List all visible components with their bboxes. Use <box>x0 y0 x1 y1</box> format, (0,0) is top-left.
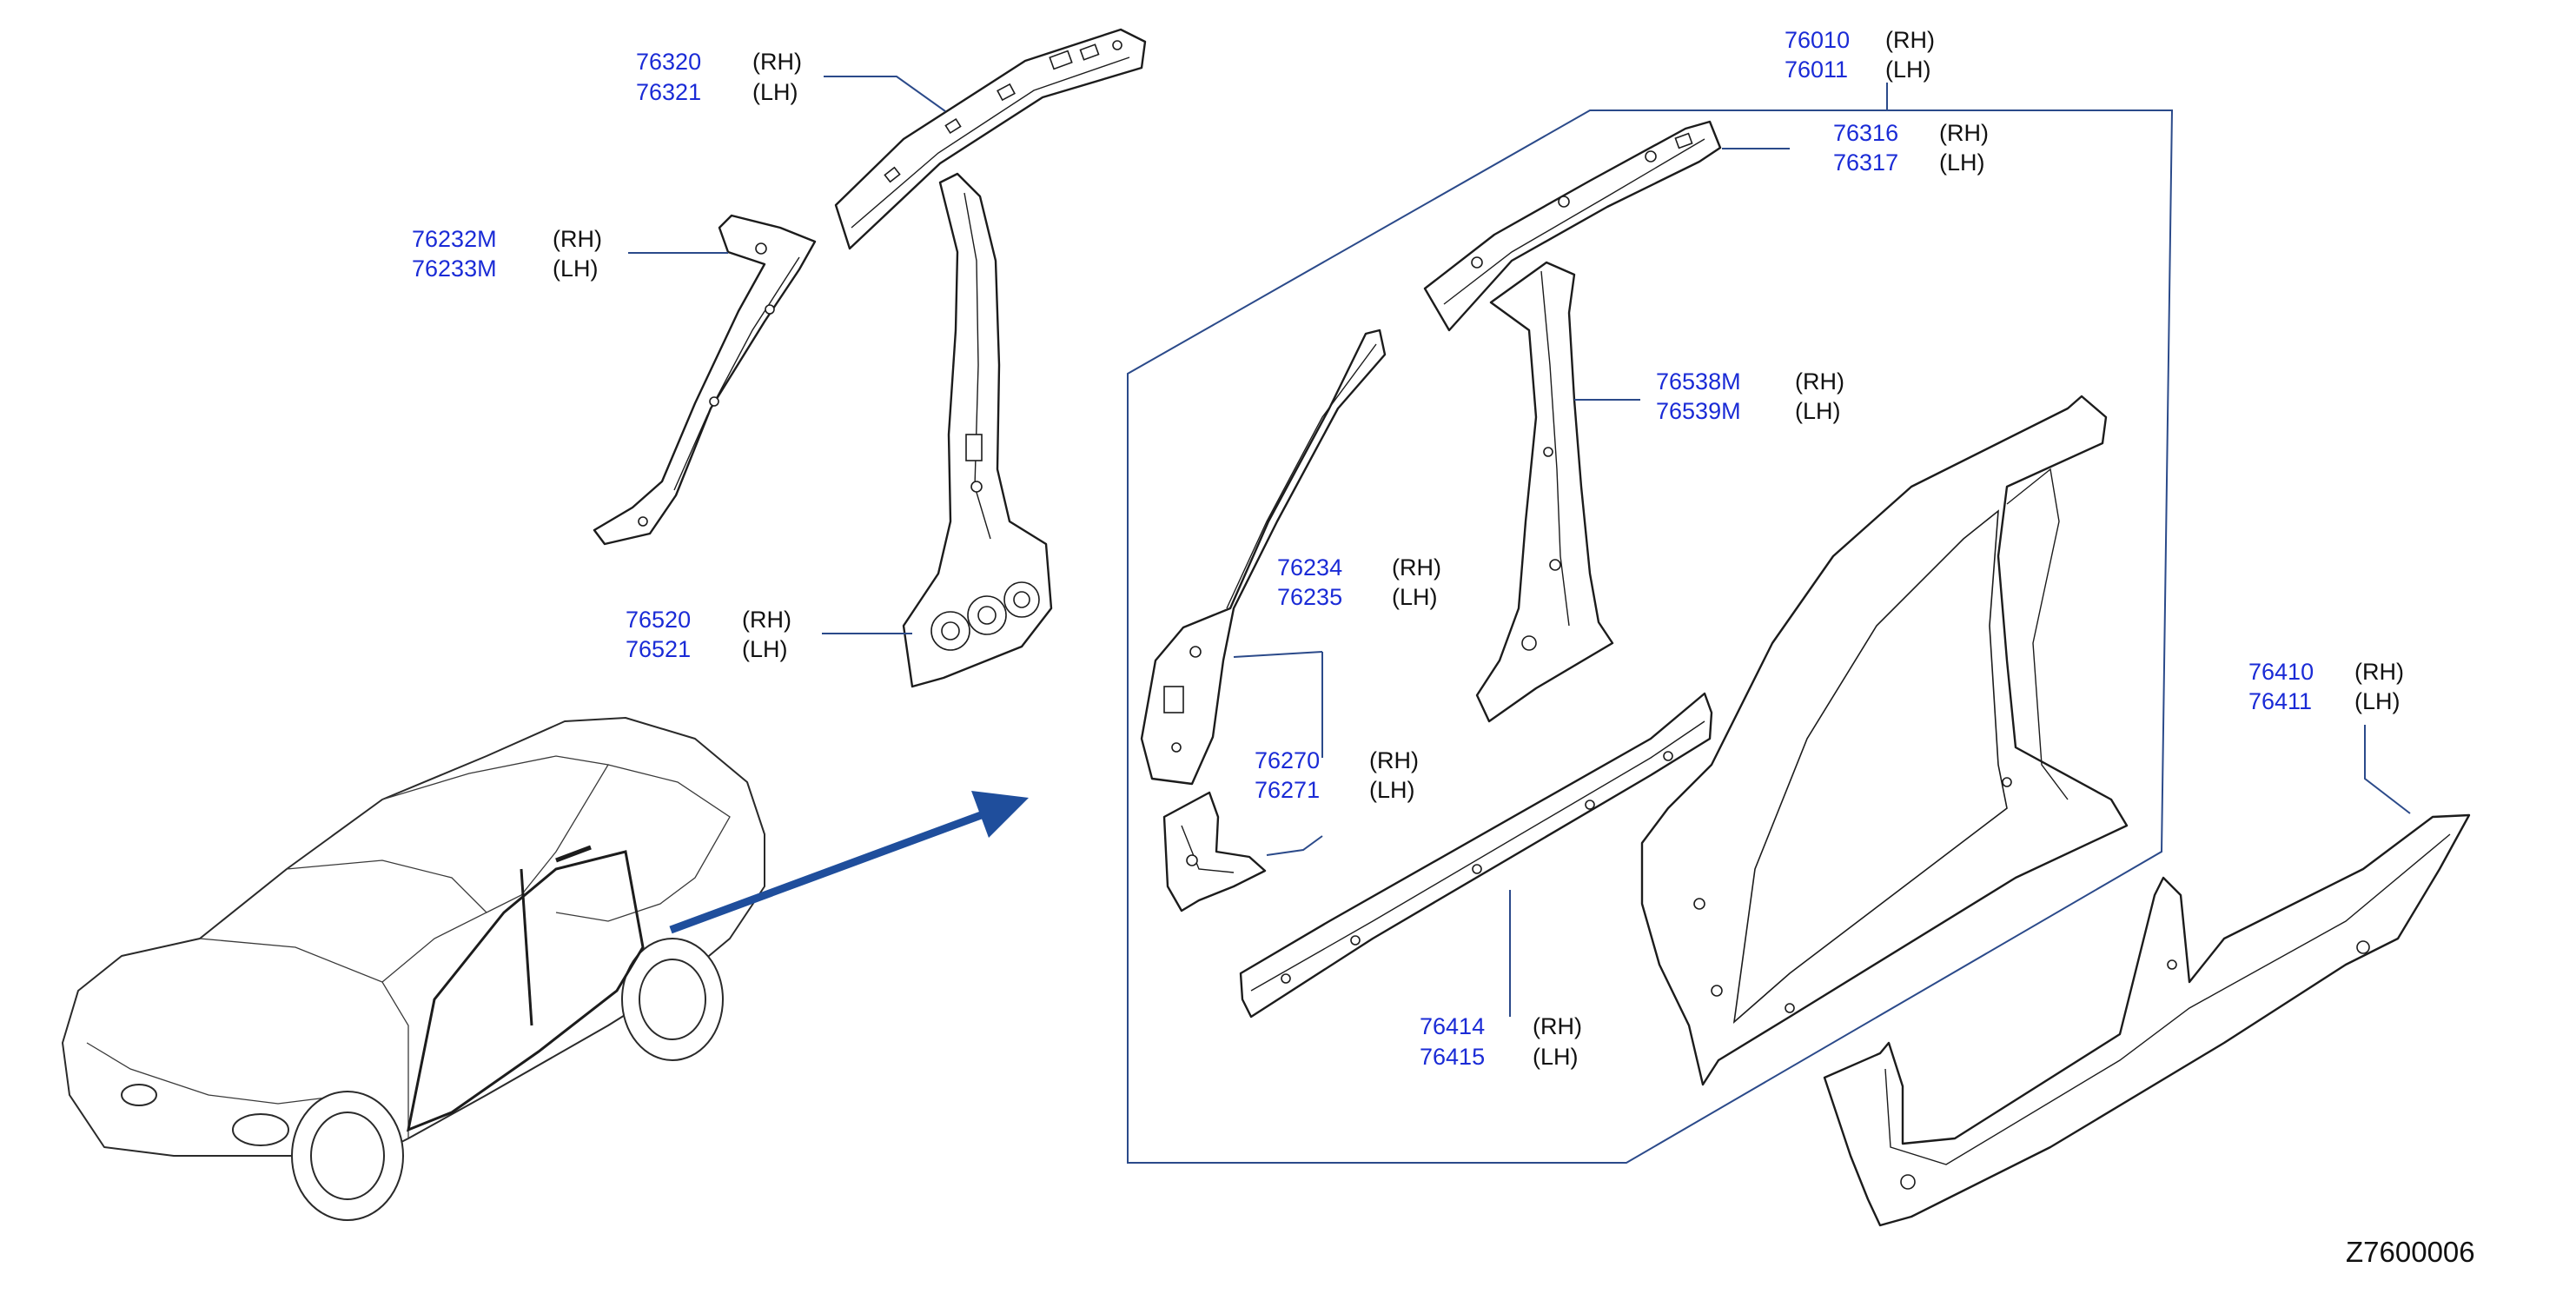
part-center-pillar-inner[interactable] <box>902 172 1053 688</box>
part-front-pillar-reinforcement[interactable] <box>593 214 817 546</box>
side-label: (RH) <box>752 49 802 75</box>
callout-76010: 76010 76011 (RH) (LH) <box>1785 27 1935 83</box>
part-roof-rail-inner[interactable] <box>834 28 1147 250</box>
part-number: 76270 <box>1255 747 1320 773</box>
side-label: (RH) <box>1885 27 1935 53</box>
assembly-outline <box>1127 109 2174 1164</box>
part-number: 76010 <box>1785 27 1850 53</box>
side-label: (LH) <box>1795 398 1841 424</box>
side-label: (RH) <box>1795 368 1844 395</box>
part-number: 76233M <box>412 255 497 282</box>
part-number: 76414 <box>1420 1013 1485 1039</box>
part-number: 76538M <box>1656 368 1741 395</box>
part-roof-rail-outer[interactable] <box>1423 120 1722 332</box>
part-number: 76316 <box>1833 120 1898 146</box>
part-number: 76320 <box>636 49 701 75</box>
callout-76320: 76320 76321 (RH) (LH) <box>636 49 802 105</box>
callout-76414: 76414 76415 (RH) (LH) <box>1420 1013 1582 1070</box>
callout-76316: 76316 76317 (RH) (LH) <box>1833 120 1989 176</box>
side-label: (LH) <box>553 255 599 282</box>
part-pillar-bracket[interactable] <box>1162 791 1267 912</box>
part-number: 76011 <box>1785 56 1848 83</box>
part-number: 76321 <box>636 79 701 105</box>
side-label: (RH) <box>1392 554 1441 581</box>
part-body-side-outer[interactable] <box>1640 395 2129 1086</box>
part-number: 76234 <box>1277 554 1342 581</box>
side-label: (RH) <box>2354 659 2404 685</box>
callout-76234: 76234 76235 (RH) (LH) <box>1277 554 1441 610</box>
pointer-arrow <box>669 791 1029 934</box>
side-label: (RH) <box>553 226 602 252</box>
part-number: 76520 <box>626 607 691 633</box>
leader-lines <box>628 76 2411 1017</box>
callout-76410: 76410 76411 (RH) (LH) <box>2248 659 2404 714</box>
part-number: 76232M <box>412 226 497 252</box>
side-label: (LH) <box>2354 688 2401 714</box>
car-overview-illustration <box>62 717 765 1221</box>
side-label: (LH) <box>1939 149 1985 176</box>
side-label: (LH) <box>1533 1044 1579 1070</box>
part-number: 76411 <box>2248 688 2312 714</box>
diagram-code: Z7600006 <box>2346 1236 2475 1268</box>
callout-76520: 76520 76521 (RH) (LH) <box>626 607 791 662</box>
part-number: 76235 <box>1277 584 1342 610</box>
part-sill-inner[interactable] <box>1239 692 1713 1019</box>
side-label: (LH) <box>752 79 798 105</box>
side-label: (LH) <box>1392 584 1438 610</box>
part-number: 76521 <box>626 636 691 662</box>
side-label: (RH) <box>1369 747 1419 773</box>
part-center-pillar-outer[interactable] <box>1475 261 1614 723</box>
part-front-pillar-upper[interactable] <box>1140 328 1387 786</box>
part-number: 76271 <box>1255 777 1320 803</box>
part-number: 76539M <box>1656 398 1741 424</box>
side-label: (LH) <box>742 636 788 662</box>
part-number: 76410 <box>2248 659 2314 685</box>
part-body-side-rear[interactable] <box>1823 813 2471 1227</box>
side-label: (LH) <box>1885 56 1931 83</box>
part-number: 76317 <box>1833 149 1898 176</box>
side-label: (RH) <box>1533 1013 1582 1039</box>
callout-76232m: 76232M 76233M (RH) (LH) <box>412 226 602 282</box>
side-label: (LH) <box>1369 777 1415 803</box>
part-number: 76415 <box>1420 1044 1485 1070</box>
callout-76270: 76270 76271 (RH) (LH) <box>1255 747 1419 803</box>
side-label: (RH) <box>742 607 791 633</box>
callout-76538m: 76538M 76539M (RH) (LH) <box>1656 368 1844 424</box>
side-label: (RH) <box>1939 120 1989 146</box>
